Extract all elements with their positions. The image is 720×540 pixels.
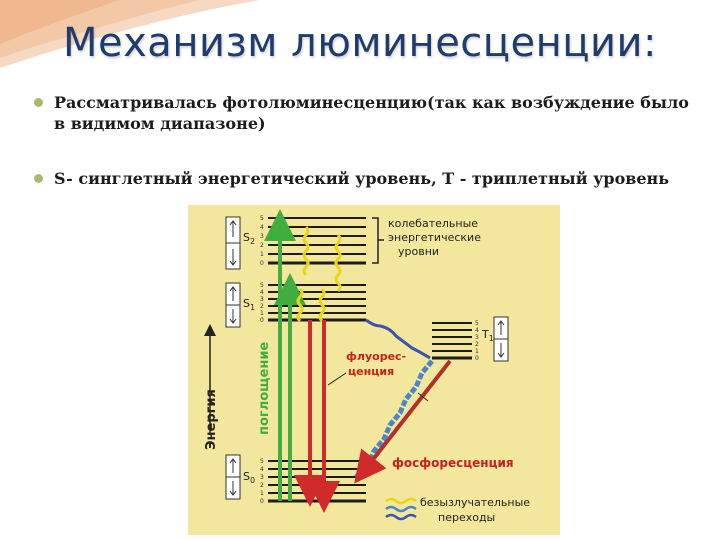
svg-text:0: 0: [260, 260, 264, 267]
fluorescence-arrows: [294, 320, 340, 513]
fluorescence-label-2: ценция: [348, 365, 394, 378]
svg-text:3: 3: [260, 296, 264, 303]
diagram-canvas: S2 S1 S0 543 210 543 210 543 210: [204, 209, 530, 524]
spin-box-s2: [225, 216, 241, 270]
bullet-dot-icon: [34, 98, 43, 107]
level-label-s2: S2: [243, 231, 255, 246]
legend-nonradiative-icon: [385, 497, 417, 521]
bullet-item: Рассматривалась фотолюминесценцию(так ка…: [32, 92, 692, 134]
absorption-label: поглощение: [257, 342, 272, 435]
svg-text:4: 4: [260, 224, 264, 231]
bullet-item: S- синглетный энергетический уровень, T …: [32, 168, 692, 189]
bullet-text: Рассматривалась фотолюминесценцию(так ка…: [54, 93, 689, 133]
levels-t1: [432, 322, 472, 360]
spin-box-s1: [225, 282, 241, 328]
svg-text:4: 4: [260, 289, 264, 296]
svg-text:5: 5: [260, 282, 264, 289]
fluorescence-pointer: [327, 372, 347, 386]
svg-text:4: 4: [260, 466, 264, 473]
svg-text:2: 2: [260, 242, 264, 249]
phosphorescence-pointer: [417, 392, 429, 402]
level-label-s1: S1: [243, 297, 255, 312]
svg-text:2: 2: [260, 303, 264, 310]
vibrational-bracket: [372, 217, 384, 264]
svg-text:1: 1: [260, 490, 264, 497]
bullet-list: Рассматривалась фотолюминесценцию(так ка…: [32, 92, 692, 223]
level-label-s0: S0: [243, 470, 255, 485]
svg-text:5: 5: [475, 320, 479, 327]
energy-axis-label: Энергия: [204, 389, 219, 450]
level-label-t1: T1: [481, 328, 494, 343]
svg-text:5: 5: [260, 215, 264, 222]
svg-text:2: 2: [260, 482, 264, 489]
svg-text:4: 4: [475, 327, 479, 334]
svg-text:0: 0: [260, 317, 264, 324]
intersystem-crossing-wave: [365, 318, 431, 360]
corner-decoration: [0, 0, 260, 68]
svg-text:0: 0: [475, 355, 479, 362]
svg-text:3: 3: [475, 334, 479, 341]
vibrational-label-1: колебательные: [388, 217, 478, 230]
svg-text:3: 3: [260, 474, 264, 481]
page-title: Механизм люминесценции:: [63, 20, 657, 66]
sublevel-numbers-s1: 543 210: [260, 282, 264, 324]
svg-text:1: 1: [260, 310, 264, 317]
sublevel-numbers-s2: 5 4 3 2 1 0: [260, 215, 264, 267]
levels-s1: [268, 284, 366, 322]
spin-box-t1: [493, 316, 509, 362]
svg-text:5: 5: [260, 458, 264, 465]
svg-text:1: 1: [260, 251, 264, 258]
legend-nonradiative-label-1: безызлучательные: [420, 496, 530, 509]
sublevel-numbers-t1: 543 210: [475, 320, 479, 362]
vibrational-label-2: энергетические: [388, 231, 481, 244]
bullet-dot-icon: [34, 174, 43, 183]
absorption-arrows: [264, 209, 306, 501]
legend-nonradiative-label-2: переходы: [438, 511, 495, 524]
phosphorescence-label: фосфоресценция: [392, 456, 514, 470]
spin-box-s0: [225, 454, 241, 500]
svg-text:0: 0: [260, 498, 264, 505]
svg-text:3: 3: [260, 233, 264, 240]
bullet-text: S- синглетный энергетический уровень, T …: [54, 169, 670, 188]
levels-s0: [268, 460, 366, 503]
svg-text:2: 2: [475, 341, 479, 348]
svg-text:1: 1: [475, 348, 479, 355]
phosphorescence-arrow: [354, 359, 452, 484]
sublevel-numbers-s0: 543 210: [260, 458, 264, 505]
levels-s2: [268, 217, 366, 265]
vibrational-label-3: уровни: [398, 245, 439, 258]
fluorescence-label-1: флуорес-: [346, 350, 406, 363]
nonradiative-yellow-waves: [296, 225, 342, 323]
